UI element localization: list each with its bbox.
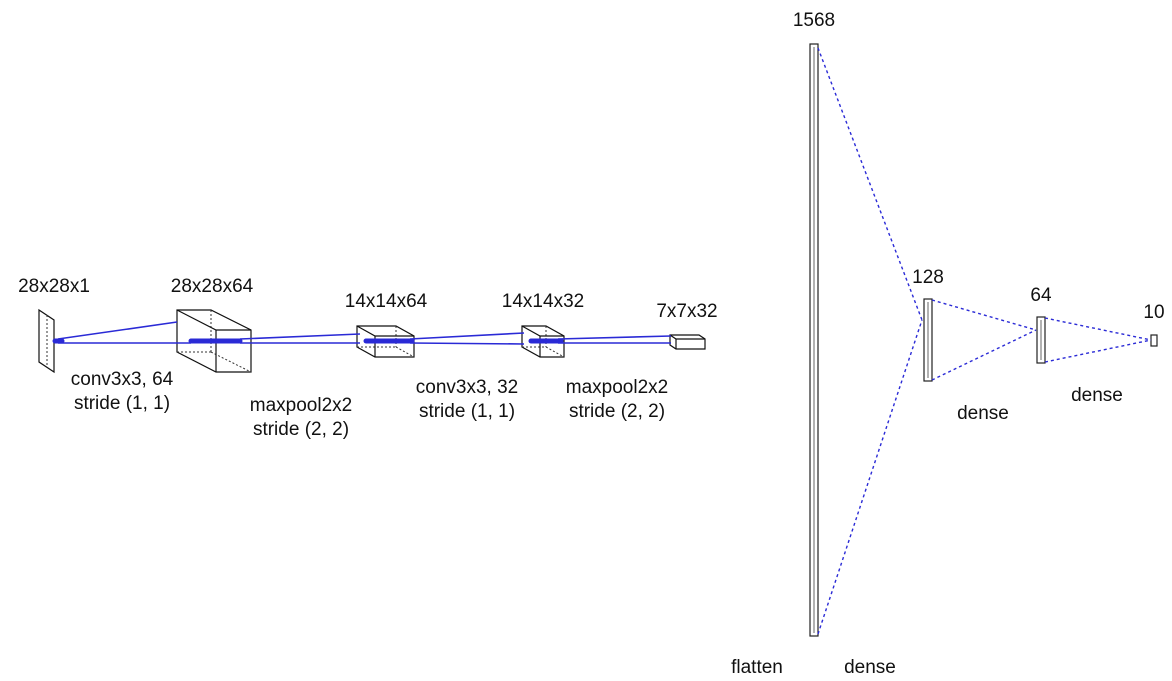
shape-label-pool2: 7x7x32 [656, 301, 717, 322]
conn-dense1-dense2-top [931, 299, 1037, 331]
conn-flatten-dense1-bottom [817, 319, 923, 635]
op-label-conv1-line2: stride (1, 1) [74, 393, 170, 414]
layer-dense1 [923, 298, 933, 382]
shape-label-input: 28x28x1 [18, 276, 90, 297]
op-label-dense-1: dense [844, 657, 896, 678]
op-label-conv1-line1: conv3x3, 64 [71, 369, 174, 390]
shape-label-pool1: 14x14x64 [345, 291, 428, 312]
conn-pool1-conv2-a [409, 332, 525, 340]
op-label-pool1-line2: stride (2, 2) [253, 419, 349, 440]
shape-label-flatten: 1568 [793, 10, 835, 31]
conn-input-conv1-a [57, 321, 178, 340]
conn-flatten-dense1-top [817, 47, 923, 321]
conn-dense1-dense2-bottom [931, 329, 1037, 381]
conn-conv2-pool2-a [557, 335, 672, 340]
shape-label-dense1: 128 [912, 267, 944, 288]
op-label-conv2-line1: conv3x3, 32 [416, 377, 518, 398]
shape-labels: 28x28x1 28x28x64 14x14x64 14x14x32 7x7x3… [18, 10, 1164, 323]
layer-pool2 [669, 334, 706, 350]
op-label-pool2-line2: stride (2, 2) [569, 401, 665, 422]
operation-labels: conv3x3, 64 stride (1, 1) maxpool2x2 str… [71, 369, 1123, 678]
op-label-dense-2: dense [957, 403, 1009, 424]
op-label-conv2-line2: stride (1, 1) [419, 401, 515, 422]
conn-pool1-conv2-b [409, 342, 525, 345]
conn-dense2-output-bottom [1044, 339, 1152, 363]
op-label-flatten: flatten [731, 657, 783, 678]
layer-input [38, 308, 55, 374]
op-label-dense-3: dense [1071, 385, 1123, 406]
shape-label-conv1: 28x28x64 [171, 276, 254, 297]
conv-connections [52, 321, 672, 345]
conn-dense2-output-top [1044, 317, 1152, 341]
dense-connections [817, 47, 1152, 635]
layer-flatten [809, 43, 819, 637]
shape-label-output: 10 [1143, 302, 1164, 323]
layer-dense2 [1036, 316, 1046, 364]
layer-output [1150, 334, 1158, 347]
conn-conv1-pool1-a [239, 333, 361, 340]
op-label-pool2-line1: maxpool2x2 [566, 377, 668, 398]
op-label-pool1-line1: maxpool2x2 [250, 395, 352, 416]
shape-label-conv2: 14x14x32 [502, 291, 584, 312]
shape-label-dense2: 64 [1030, 285, 1052, 306]
